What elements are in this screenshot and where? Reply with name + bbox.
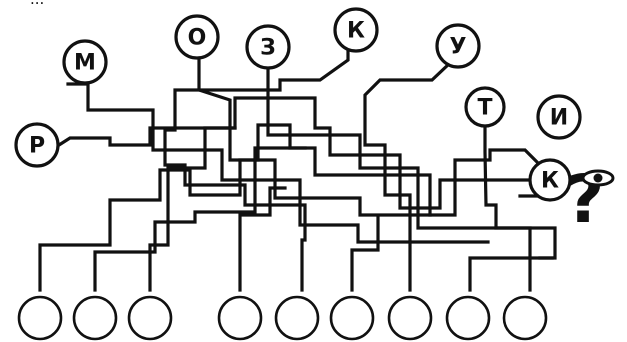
letter-node: Р [14,122,60,168]
question-mark-with-eye-icon: ? [566,161,615,238]
answer-slot [17,295,63,341]
answer-slots [17,295,548,341]
letter-node-label: К [541,169,559,194]
letter-node: О [174,14,220,60]
letter-node-label: У [450,35,467,60]
letter-node-label: Р [29,134,45,159]
letter-node-label: И [550,106,568,131]
letter-node: М [62,39,108,85]
letter-node-label: З [260,36,276,61]
letter-node-label: О [188,26,207,51]
answer-slot [387,295,433,341]
answer-slot [274,295,320,341]
letter-node-label: Т [477,96,492,121]
letter-node: И [536,94,582,140]
letter-node: К [333,7,379,53]
letter-node: Т [464,86,506,128]
letter-node: К [528,158,572,202]
tangled-lines [38,46,557,292]
letter-node: У [435,23,481,69]
answer-slot [127,295,173,341]
letter-node: З [245,24,291,70]
answer-slot [445,295,491,341]
caption-fragment: ... [30,0,44,8]
answer-slot [217,295,263,341]
answer-slot [72,295,118,341]
answer-slot [502,295,548,341]
answer-slot [329,295,375,341]
letter-node-label: М [74,51,96,76]
letter-node-label: К [347,19,365,44]
